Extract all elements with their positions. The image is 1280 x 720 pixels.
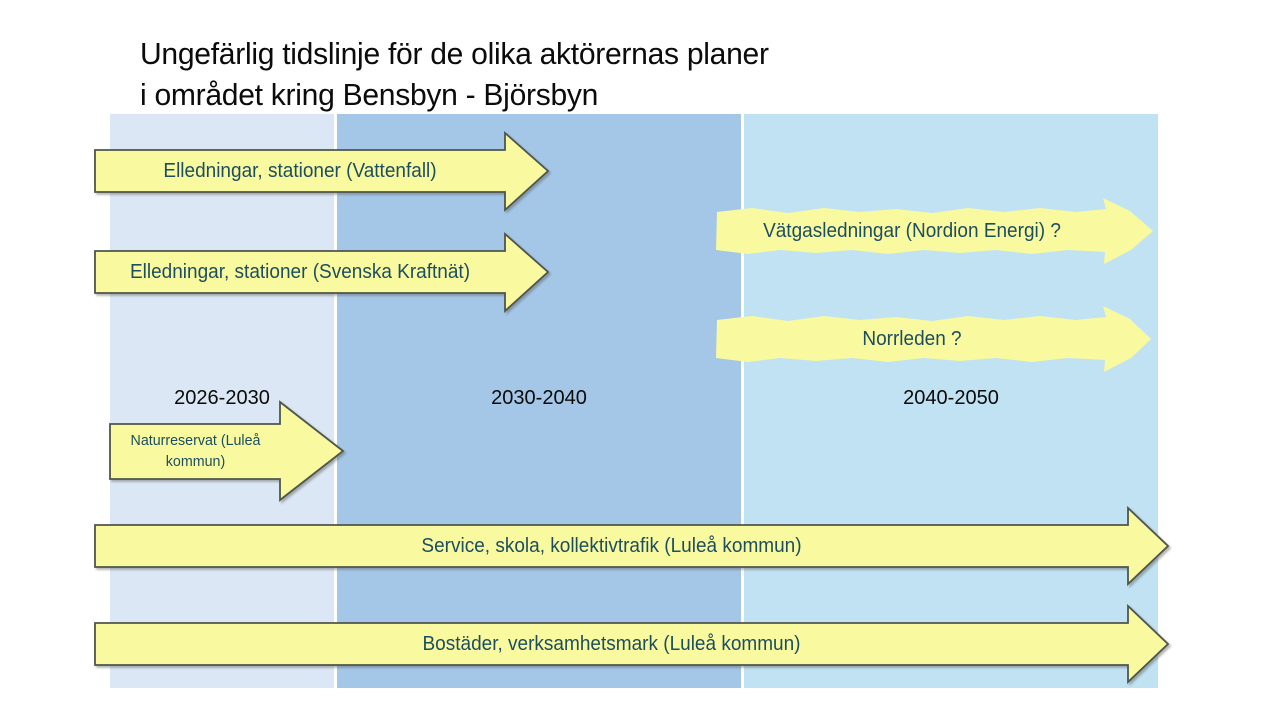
arrow-label-naturreservat: Naturreservat (Luleå kommun) <box>130 432 261 470</box>
period-label-2026-2030: 2026-2030 <box>174 387 270 409</box>
slide-title-line2: i området kring Bensbyn - Björsbyn <box>140 77 599 112</box>
service-arrow-shape <box>94 505 1170 587</box>
nordion-energi-arrow-shape <box>716 198 1153 264</box>
period-label-2040-2050: 2040-2050 <box>903 387 999 409</box>
arrow-label-bostader: Bostäder, verksamhetsmark (Luleå kommun) <box>422 633 801 655</box>
norrleden-arrow-shape <box>716 306 1151 372</box>
arrow-label-vattenfall: Elledningar, stationer (Vattenfall) <box>163 160 437 182</box>
arrow-label-svenska-kraftnat: Elledningar, stationer (Svenska Kraftnät… <box>129 261 471 283</box>
arrow-label-service: Service, skola, kollektivtrafik (Luleå k… <box>421 535 802 557</box>
period-label-2030-2040: 2030-2040 <box>491 387 587 409</box>
svenska-kraftnat-arrow-shape <box>94 232 550 314</box>
arrow-label-nordion-energi: Vätgasledningar (Nordion Energi) ? <box>763 220 1061 242</box>
bostader-arrow-shape <box>94 603 1170 685</box>
naturreservat-arrow-shape <box>109 400 345 502</box>
timeline-column-2026-2030 <box>110 114 334 688</box>
slide-title: Ungefärlig tidslinje för de olika aktöre… <box>140 33 955 115</box>
timeline-column-2030-2040 <box>337 114 741 688</box>
slide-title-line1: Ungefärlig tidslinje för de olika aktöre… <box>140 36 769 71</box>
vattenfall-arrow-shape <box>94 131 550 213</box>
arrow-label-norrleden: Norrleden ? <box>862 328 962 350</box>
